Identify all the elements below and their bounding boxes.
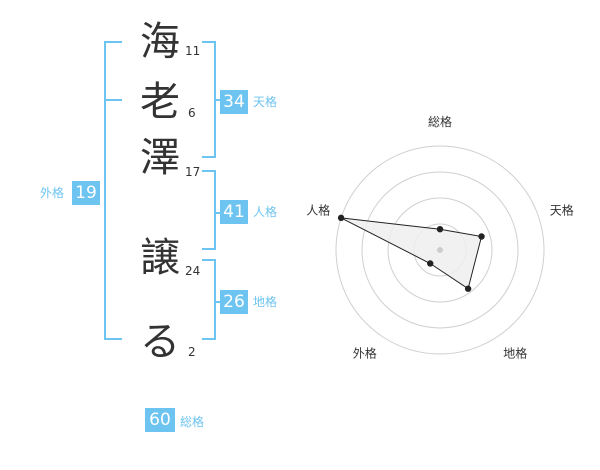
radar-grid-ring — [335, 145, 545, 355]
radar-data-area — [340, 217, 483, 290]
stroke-count-2: 6 — [188, 106, 196, 120]
soukaku-value: 60 — [145, 408, 175, 432]
radar-grid-ring — [387, 197, 493, 303]
jinkaku-bracket — [202, 170, 216, 250]
stroke-count-4: 24 — [185, 264, 201, 278]
gaikaku-label: 外格 — [40, 186, 65, 200]
name-char-1: 海 — [140, 19, 180, 65]
radar-data-point — [337, 214, 345, 222]
tenkaku-value: 34 — [220, 90, 248, 114]
radar-axis-label: 総格 — [428, 114, 452, 129]
jinkaku-value: 41 — [220, 200, 248, 224]
radar-data-point — [427, 260, 434, 267]
radar-axis-label: 人格 — [306, 202, 330, 217]
stroke-count-1: 11 — [185, 44, 201, 58]
radar-grid-ring — [361, 171, 519, 329]
name-char-5: る — [140, 319, 180, 365]
radar-axis-label: 天格 — [550, 202, 574, 217]
radar-center-dot — [437, 247, 443, 253]
radar-data-point — [464, 285, 472, 292]
gaikaku-bracket-tick — [104, 99, 122, 101]
chikaku-label: 地格 — [253, 295, 278, 309]
gaikaku-bracket — [104, 41, 122, 340]
chikaku-value: 26 — [220, 290, 248, 314]
chikaku-bracket — [202, 259, 216, 340]
jinkaku-label: 人格 — [253, 205, 278, 219]
radar-data-point — [478, 233, 485, 240]
tenkaku-bracket-tick — [214, 99, 222, 101]
gaikaku-value: 19 — [72, 181, 100, 205]
radar-data-point — [436, 226, 444, 233]
jinkaku-bracket-tick — [214, 212, 222, 214]
name-char-4: 譲 — [140, 235, 180, 281]
chikaku-bracket-tick — [214, 301, 222, 303]
radar-axis-label: 外格 — [353, 346, 377, 361]
stroke-count-3: 17 — [185, 165, 201, 179]
name-char-2: 老 — [140, 79, 180, 125]
name-char-3: 澤 — [140, 135, 180, 181]
tenkaku-label: 天格 — [253, 95, 278, 109]
radar-axis-label: 地格 — [503, 346, 527, 361]
stroke-count-5: 2 — [188, 345, 196, 359]
soukaku-label: 総格 — [180, 415, 205, 429]
